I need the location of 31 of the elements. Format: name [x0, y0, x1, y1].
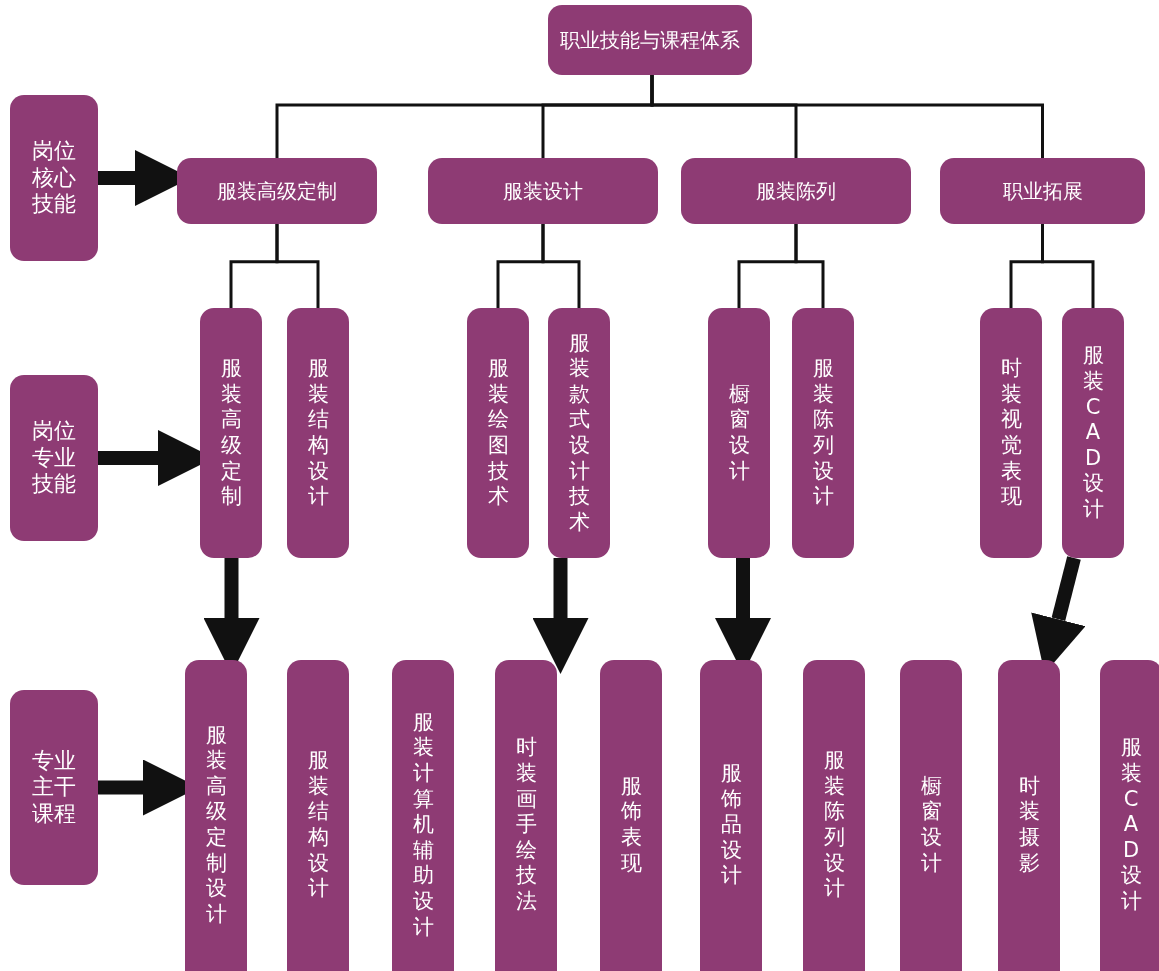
- skill-box: 服装CAD设计: [1062, 308, 1124, 558]
- level-box: 岗位核心技能: [10, 95, 98, 261]
- skill-box: 服装结构设计: [287, 308, 349, 558]
- course-box: 服饰品设计: [700, 660, 762, 971]
- course-box: 服装高级定制设计: [185, 660, 247, 971]
- skill-box: 服装陈列: [681, 158, 911, 224]
- skill-box: 橱窗设计: [708, 308, 770, 558]
- skill-box: 服装陈列设计: [792, 308, 854, 558]
- level-box: 专业主干课程: [10, 690, 98, 885]
- level-box: 岗位专业技能: [10, 375, 98, 541]
- skill-box: 服装绘图技术: [467, 308, 529, 558]
- course-box: 时装摄影: [998, 660, 1060, 971]
- course-box: 橱窗设计: [900, 660, 962, 971]
- top-box: 职业技能与课程体系: [548, 5, 752, 75]
- connector-line: [541, 224, 581, 308]
- skill-box: 服装高级定制: [200, 308, 262, 558]
- course-box: 时装画手绘技法: [495, 660, 557, 971]
- connector-line: [275, 224, 320, 308]
- course-box: 服饰表现: [600, 660, 662, 971]
- course-box: 服装CAD设计: [1100, 660, 1159, 971]
- course-box: 服装计算机辅助设计: [392, 660, 454, 971]
- arrow: [532, 558, 589, 674]
- skill-box: 服装高级定制: [177, 158, 377, 224]
- course-box: 服装结构设计: [287, 660, 349, 971]
- skill-box: 服装款式设计技术: [548, 308, 610, 558]
- skill-box: 时装视觉表现: [980, 308, 1042, 558]
- course-box: 服装陈列设计: [803, 660, 865, 971]
- connector-line: [794, 224, 825, 308]
- connector-line: [650, 75, 1044, 158]
- skill-box: 服装设计: [428, 158, 658, 224]
- skill-box: 职业拓展: [940, 158, 1145, 224]
